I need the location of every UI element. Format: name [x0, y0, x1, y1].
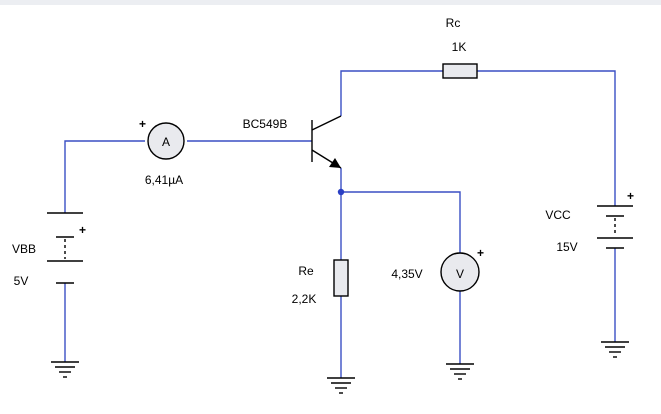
- ammeter-body: [147, 122, 185, 160]
- vbb-plus-sign: +: [79, 223, 86, 237]
- window-top-edge: [0, 0, 661, 5]
- voltmeter-body: [440, 252, 480, 292]
- transistor-collector-lead: [311, 115, 342, 131]
- re-body: [333, 259, 349, 297]
- ground-voltmeter: [446, 363, 474, 380]
- transistor-model: BC549B: [243, 117, 288, 131]
- ground-vbb: [51, 361, 79, 378]
- ammeter-symbol: A: [162, 135, 170, 149]
- voltmeter-plus-sign: +: [477, 246, 484, 260]
- vcc-plus-sign: +: [627, 189, 634, 203]
- wire-vbb-to-ammeter: [64, 140, 145, 213]
- vbb-name: VBB: [12, 242, 36, 256]
- wire-node-to-voltmeter: [341, 191, 461, 253]
- resistor-rc: Rc 1K: [442, 16, 478, 79]
- voltmeter-reading: 4,35V: [391, 267, 422, 281]
- ammeter-plus-sign: +: [139, 117, 146, 131]
- rc-name: Rc: [446, 16, 461, 30]
- ground-vcc: [601, 341, 629, 358]
- transistor: BC549B: [243, 115, 342, 169]
- ammeter-reading: 6,41µA: [145, 173, 183, 187]
- rc-value: 1K: [452, 40, 467, 54]
- ground-re: [327, 377, 355, 394]
- wire-collector-to-rc: [340, 70, 443, 116]
- vcc-value: 15V: [556, 240, 577, 254]
- wire-rc-to-vcc: [477, 70, 616, 206]
- vcc-name: VCC: [545, 208, 571, 222]
- emitter-junction-dot: [337, 188, 345, 196]
- rc-body: [442, 63, 478, 79]
- re-name: Re: [298, 264, 314, 278]
- ammeter: A + 6,41µA: [139, 117, 185, 187]
- battery-vcc: + VCC 15V: [545, 189, 634, 254]
- voltmeter: V + 4,35V: [391, 246, 484, 292]
- battery-vbb: + VBB 5V: [12, 212, 86, 288]
- resistor-re: Re 2,2K: [292, 259, 349, 306]
- transistor-emitter-arrow: [329, 158, 341, 168]
- voltmeter-symbol: V: [456, 267, 464, 281]
- re-value: 2,2K: [292, 292, 317, 306]
- wires: [64, 70, 616, 378]
- vbb-value: 5V: [14, 274, 29, 288]
